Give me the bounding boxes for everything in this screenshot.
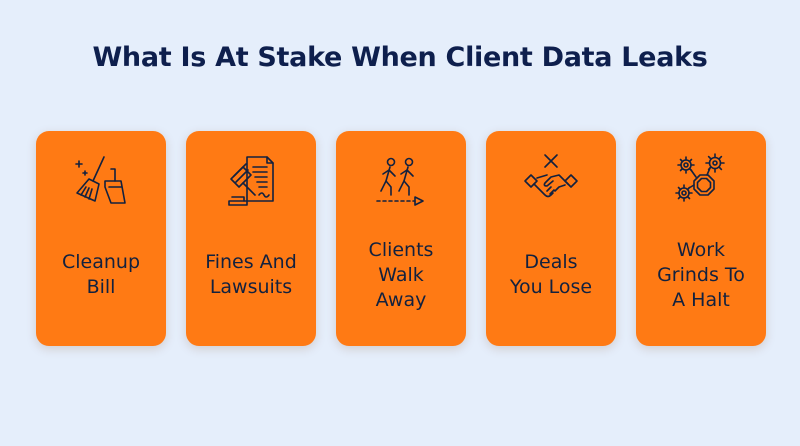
broom-dustpan-icon <box>71 151 131 211</box>
card-fines-lawsuits: Fines And Lawsuits <box>186 131 316 346</box>
handshake-cancel-icon <box>521 151 581 211</box>
card-cleanup-bill: Cleanup Bill <box>36 131 166 346</box>
card-label: Clients Walk Away <box>368 238 434 311</box>
page-title: What Is At Stake When Client Data Leaks <box>92 42 708 73</box>
card-row: Cleanup Bill Fines And Lawsuits <box>36 131 766 346</box>
card-deals-you-lose: Deals You Lose <box>486 131 616 346</box>
people-walking-away-icon <box>371 151 431 211</box>
card-label: Deals You Lose <box>509 251 593 298</box>
card-label: Cleanup Bill <box>61 251 141 298</box>
card-label: Work Grinds To A Halt <box>657 238 745 311</box>
gavel-document-icon <box>221 151 281 211</box>
card-clients-walk-away: Clients Walk Away <box>336 131 466 346</box>
card-work-halt: Work Grinds To A Halt <box>636 131 766 346</box>
card-label: Fines And Lawsuits <box>205 251 297 298</box>
gears-stop-icon <box>671 151 731 211</box>
